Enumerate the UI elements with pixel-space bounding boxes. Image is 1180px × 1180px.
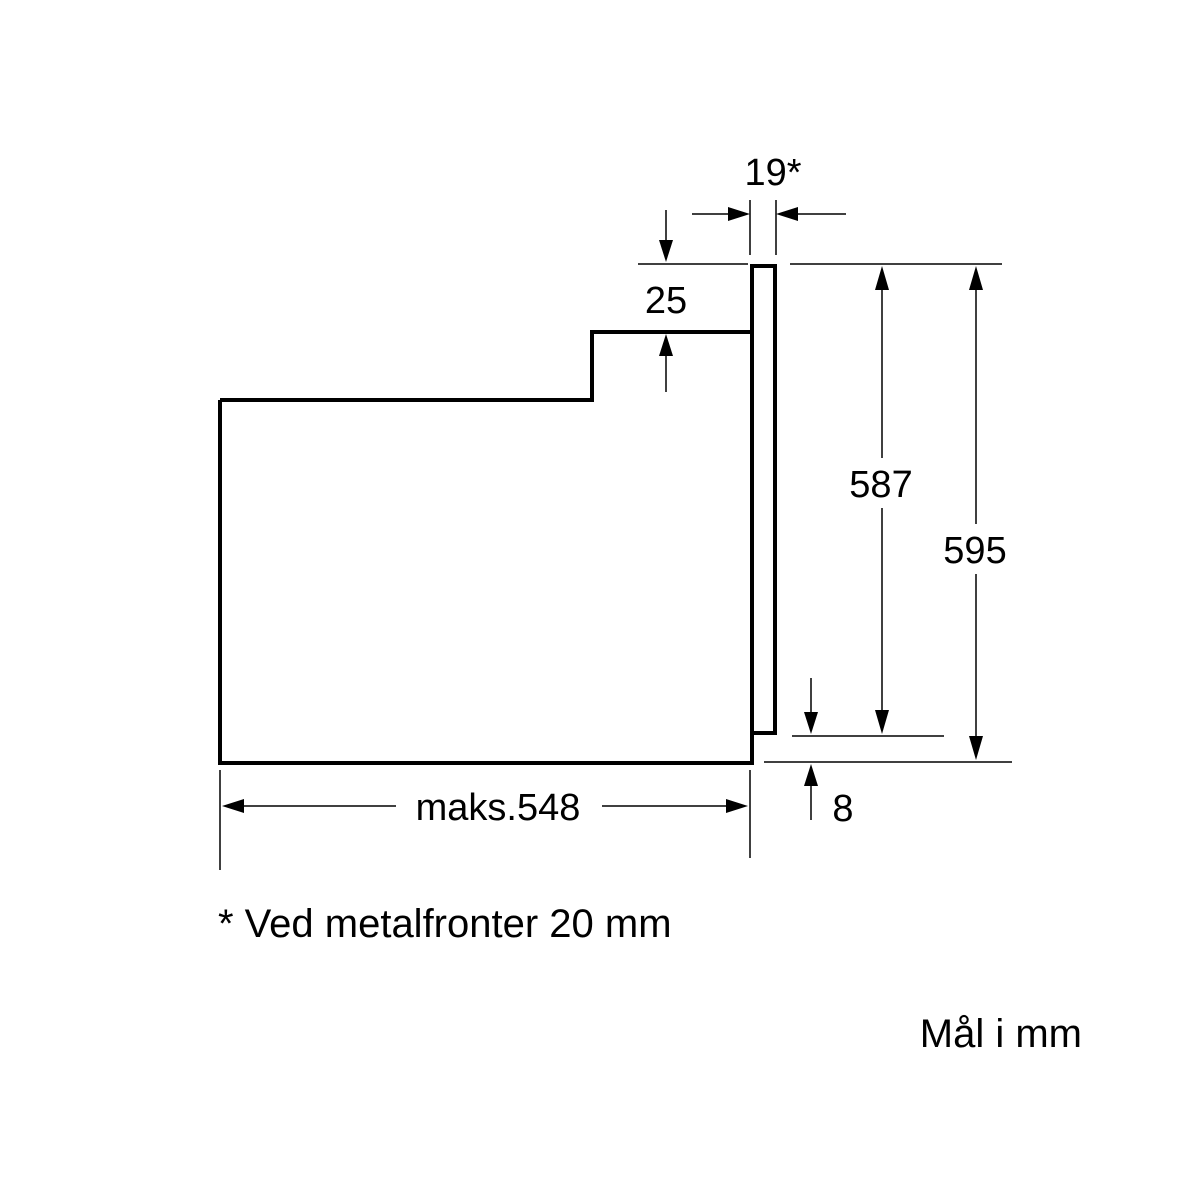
top-offset-arrow-up-head	[659, 334, 673, 356]
inner-height-label: 587	[849, 464, 912, 506]
oven-body-outline	[220, 330, 752, 402]
metal-front-note: * Ved metalfronter 20 mm	[218, 902, 672, 946]
bottom-gap-label: 8	[832, 788, 853, 830]
door-width-label: 19*	[744, 152, 801, 194]
top-offset-label: 25	[645, 280, 687, 322]
bottom-gap-arrow-up-head	[804, 764, 818, 786]
inner-height-arrow-bottom	[875, 710, 889, 734]
total-height-arrow-top	[969, 266, 983, 290]
depth-label: maks.548	[416, 787, 581, 829]
door-width-arrow-right-head	[776, 207, 798, 221]
total-height-label: 595	[943, 530, 1006, 572]
inner-height-arrow-top	[875, 266, 889, 290]
total-height-arrow-bottom	[969, 736, 983, 760]
bottom-gap-arrow-down-head	[804, 712, 818, 734]
oven-door-outline	[750, 264, 777, 735]
depth-arrow-left-head	[222, 799, 244, 813]
depth-arrow-right-head	[726, 799, 748, 813]
door-width-arrow-left-head	[728, 207, 750, 221]
oven-body-bottom-outline	[218, 400, 754, 765]
units-note: Mål i mm	[920, 1012, 1082, 1056]
total-height-label-bg	[932, 524, 1020, 574]
inner-height-label-bg	[838, 458, 926, 508]
top-offset-arrow-down-head	[659, 240, 673, 262]
